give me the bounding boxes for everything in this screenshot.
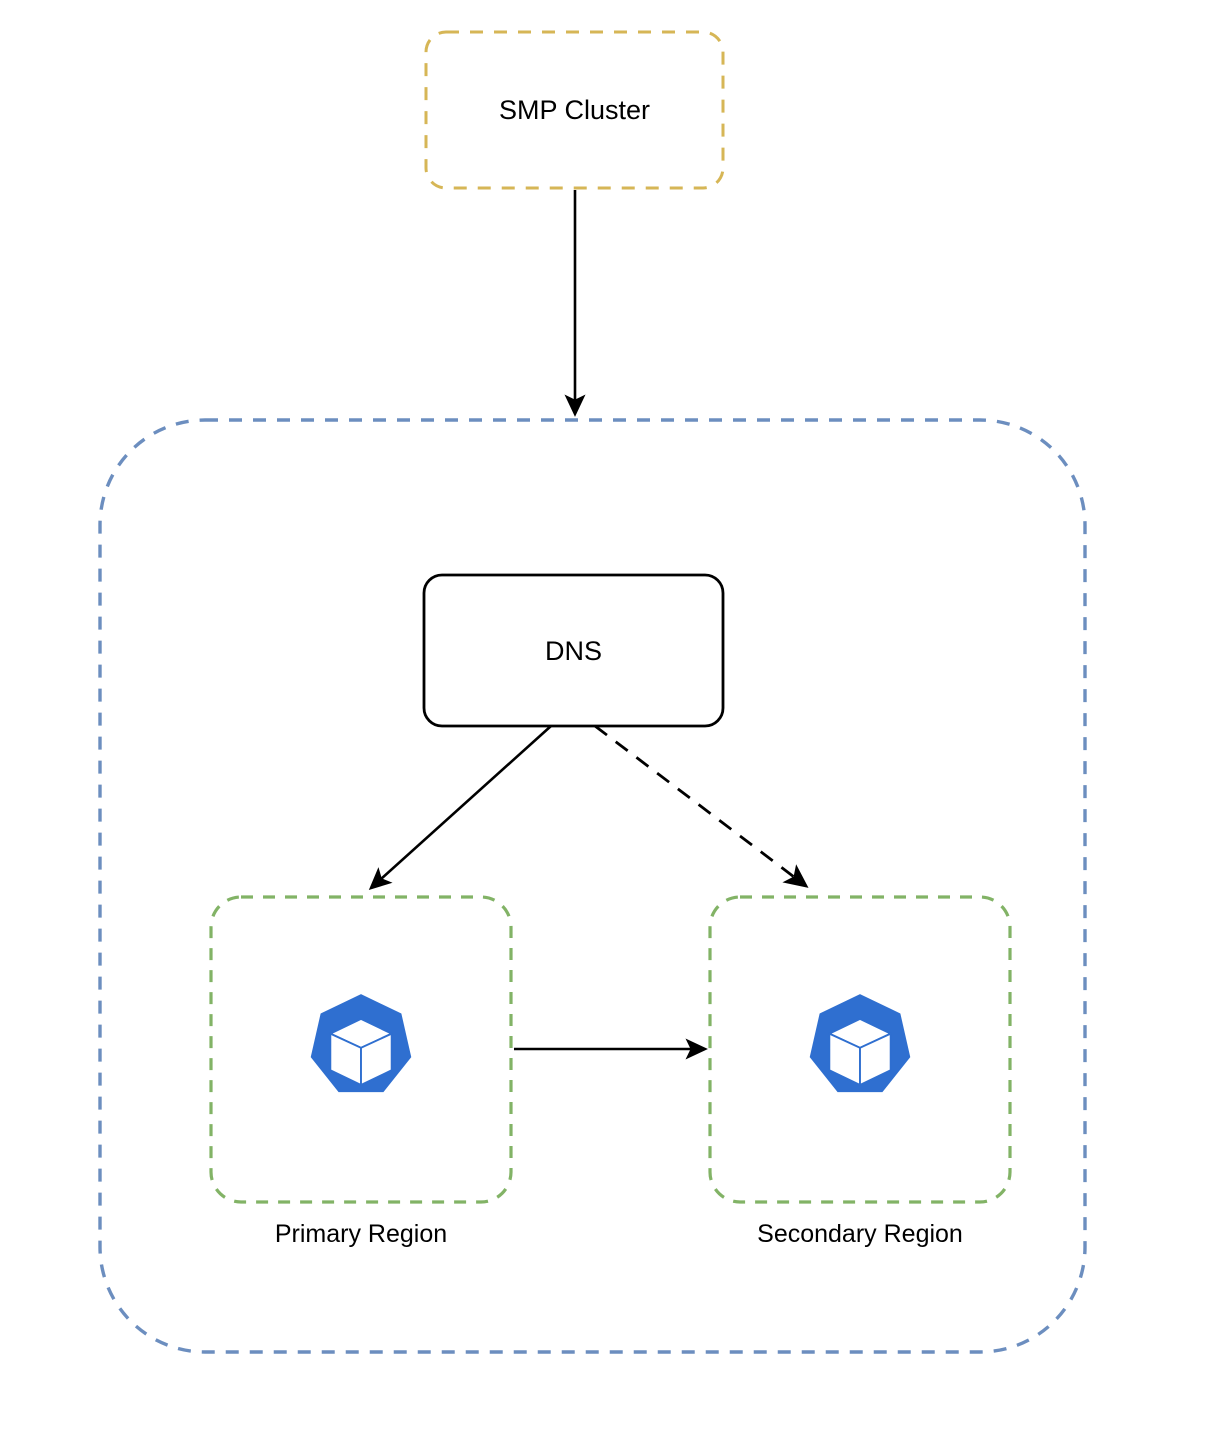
- smp-cluster-box[interactable]: [424, 30, 725, 190]
- platform-boundary-box[interactable]: [98, 418, 1087, 1354]
- kubernetes-icon: [302, 990, 420, 1108]
- edge-dns-to-secondary: [594, 724, 809, 888]
- edge-dns-to-primary: [368, 725, 552, 890]
- dns-box[interactable]: [422, 573, 725, 728]
- kubernetes-icon: [801, 990, 919, 1108]
